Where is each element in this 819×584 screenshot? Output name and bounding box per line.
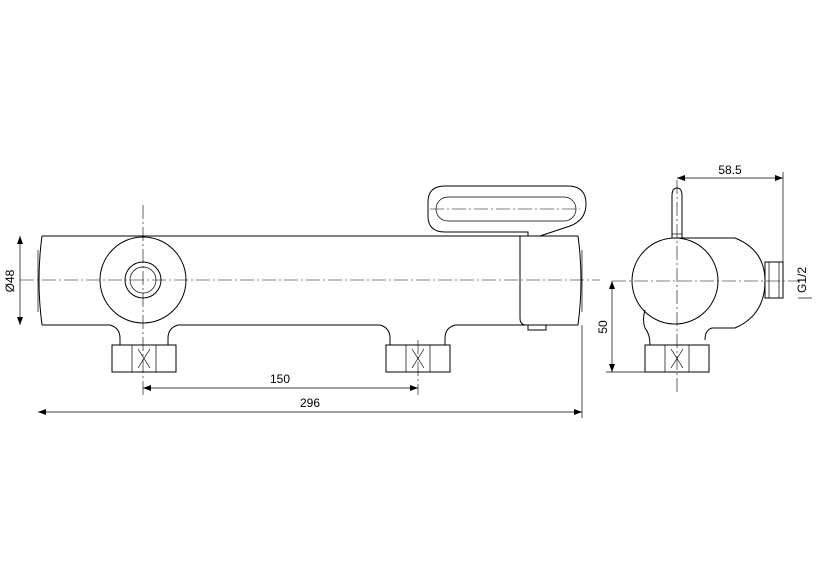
mixer-body-outline [38, 235, 582, 326]
side-cartridge-housing [643, 237, 766, 346]
inlet-leg-left [109, 324, 179, 345]
dimension-depth: 58.5 [677, 163, 784, 262]
front-view [20, 185, 600, 395]
overall-length-label: 296 [300, 396, 320, 410]
inlet-spacing-label: 150 [270, 372, 290, 386]
thread-label: G1/2 [795, 267, 809, 293]
dimension-height: 50 [596, 281, 645, 373]
dimension-inlet-spacing: 150 [143, 372, 418, 391]
thread-connection [764, 261, 784, 299]
dimension-thread: G1/2 [795, 267, 812, 299]
hex-nut-left [111, 344, 177, 373]
diameter-label: Ø48 [3, 269, 17, 292]
side-view [612, 180, 800, 395]
lever-handle [427, 185, 587, 237]
dimension-overall-length: 296 [38, 325, 583, 418]
inlet-leg-right [379, 324, 456, 345]
depth-label: 58.5 [718, 163, 742, 177]
cartridge-housing [519, 236, 547, 331]
height-label: 50 [596, 320, 610, 334]
dimension-diameter: Ø48 [3, 236, 23, 325]
